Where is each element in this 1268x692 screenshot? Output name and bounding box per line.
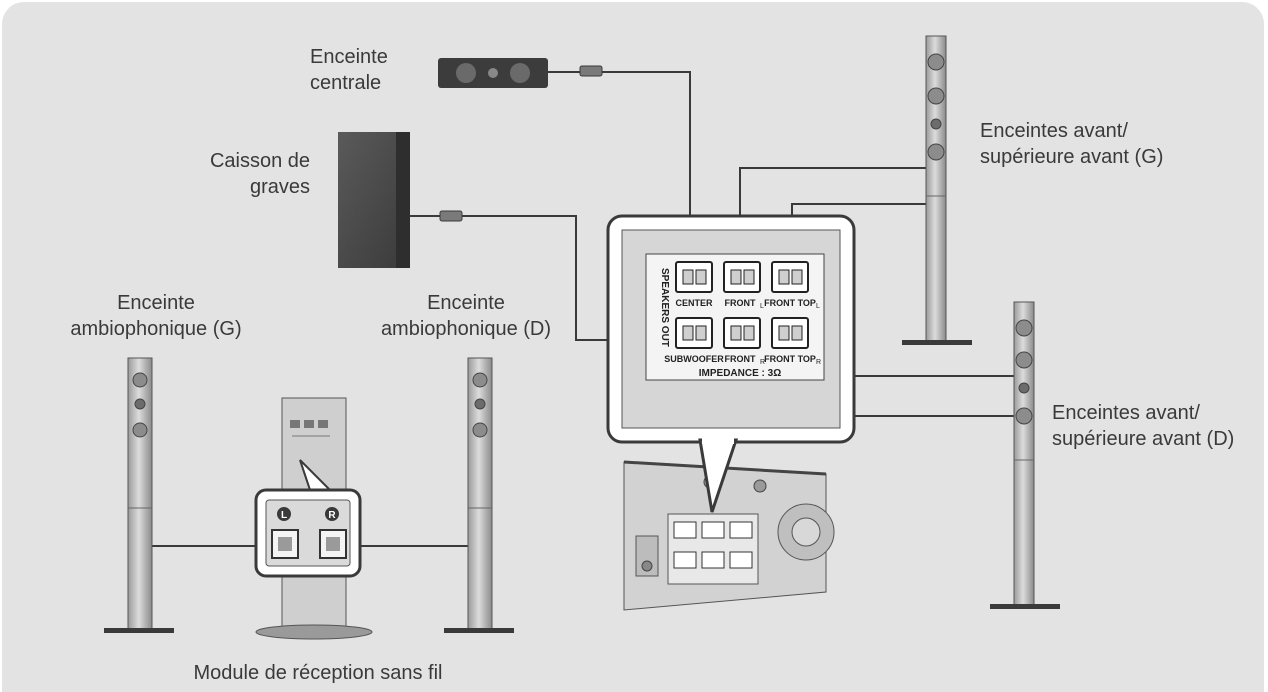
port-suffix-front-r: R (760, 359, 765, 366)
impedance-label: IMPEDANCE : 3Ω (699, 368, 781, 379)
port-suffix-front-top-l: L (816, 303, 820, 310)
surround-left-speaker (104, 357, 174, 633)
subwoofer-speaker (338, 132, 463, 268)
port-label-subwoofer: SUBWOOFER (664, 354, 724, 364)
module-port-label-l: L (281, 510, 287, 521)
port-suffix-front-top-r: R (816, 359, 821, 366)
main-unit (623, 460, 835, 611)
label-front-right: Enceintes avant/supérieure avant (D) (1052, 402, 1235, 450)
center-speaker (438, 58, 603, 88)
front-left-speaker (902, 35, 972, 345)
module-port-label-r: R (328, 510, 336, 521)
port-label-front-top-l: FRONT TOP (764, 298, 816, 308)
wireless-receiver-module: L R (254, 397, 373, 640)
port-label-front-top-r: FRONT TOP (764, 354, 816, 364)
port-suffix-front-l: L (760, 303, 764, 310)
port-label-center: CENTER (675, 298, 713, 308)
label-wireless-module: Module de réception sans fil (193, 662, 443, 684)
surround-right-speaker (444, 357, 514, 633)
label-front-left: Enceintes avant/supérieure avant (G) (980, 120, 1164, 168)
port-label-front-l: FRONT (725, 298, 756, 308)
front-right-speaker (990, 301, 1060, 609)
port-label-front-r: FRONT (725, 354, 756, 364)
wire-center (602, 71, 691, 270)
terminal-title: SPEAKERS OUT (659, 268, 670, 347)
speaker-terminal-callout: SPEAKERS OUT CENTER FRONT L FRONT TOP L … (606, 214, 856, 513)
